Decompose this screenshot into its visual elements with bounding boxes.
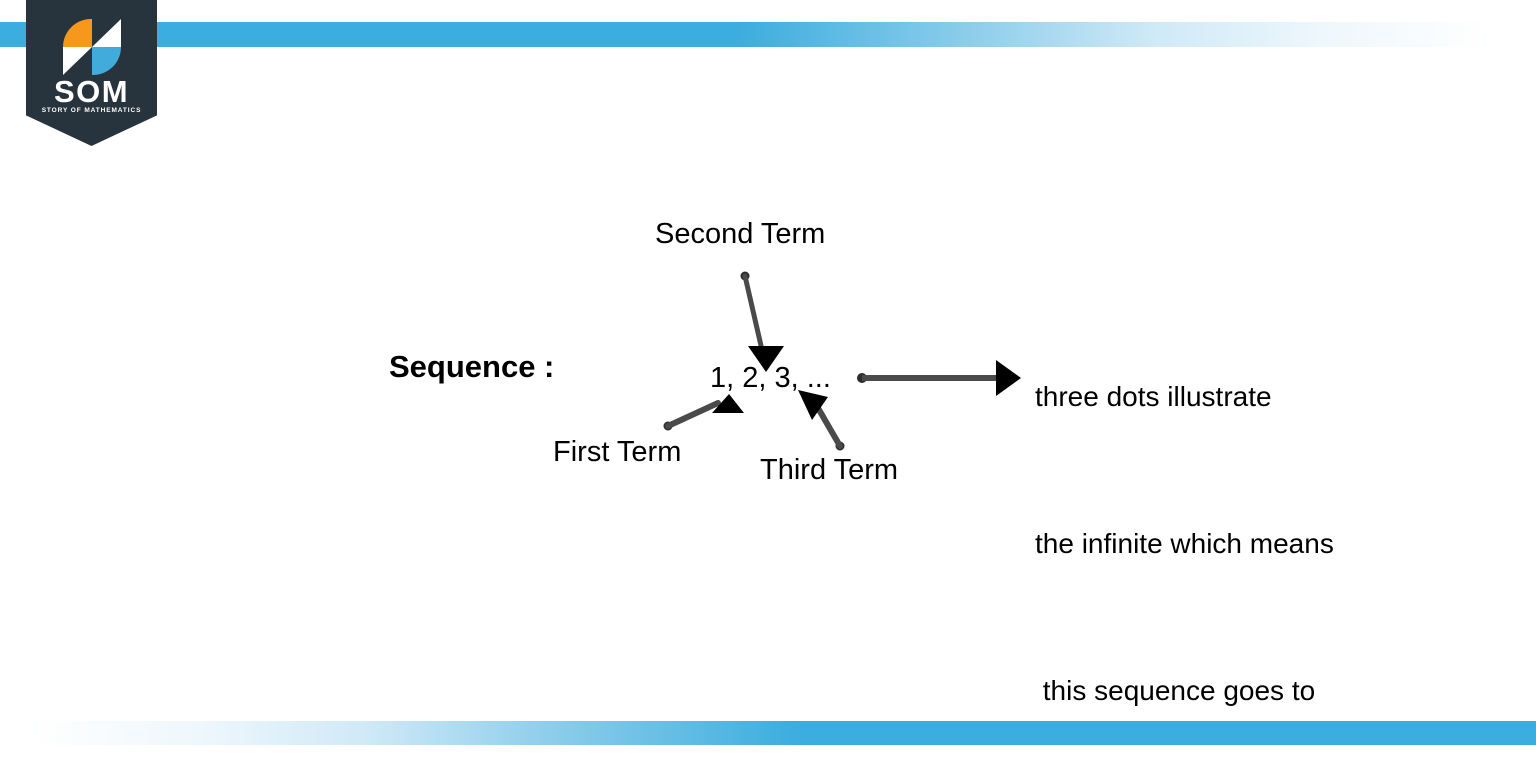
bottom-accent-bar	[0, 721, 1536, 745]
callout-second-term: Second Term	[655, 218, 826, 250]
som-logo: SOM STORY OF MATHEMATICS	[26, 0, 157, 146]
second-term-arrow	[740, 271, 784, 372]
infinity-note: three dots illustrate the infinite which…	[1035, 274, 1334, 768]
logo-quadrant-white-bottom	[63, 47, 92, 75]
top-accent-bar	[0, 22, 1536, 47]
logo-quadrant-white-top	[92, 19, 121, 47]
logo-quadrant-blue	[92, 47, 121, 75]
sequence-terms: 1, 2, 3, ...	[710, 362, 831, 394]
first-term-arrow	[663, 394, 744, 431]
logo-tagline: STORY OF MATHEMATICS	[41, 107, 142, 114]
callout-third-term: Third Term	[760, 454, 899, 486]
logo-quadrant-orange	[63, 19, 92, 47]
infinity-note-line-3: this sequence goes to	[1035, 675, 1316, 706]
infinity-note-line-1: three dots illustrate	[1035, 381, 1272, 412]
som-s-mark-icon	[63, 19, 121, 75]
third-term-arrow	[798, 390, 845, 451]
logo-wordmark: SOM	[53, 74, 130, 109]
callout-first-term: First Term	[553, 436, 682, 468]
sequence-label: Sequence :	[389, 349, 555, 384]
infinity-note-arrow	[857, 360, 1021, 396]
infinity-note-line-2: the infinite which means	[1035, 528, 1334, 559]
